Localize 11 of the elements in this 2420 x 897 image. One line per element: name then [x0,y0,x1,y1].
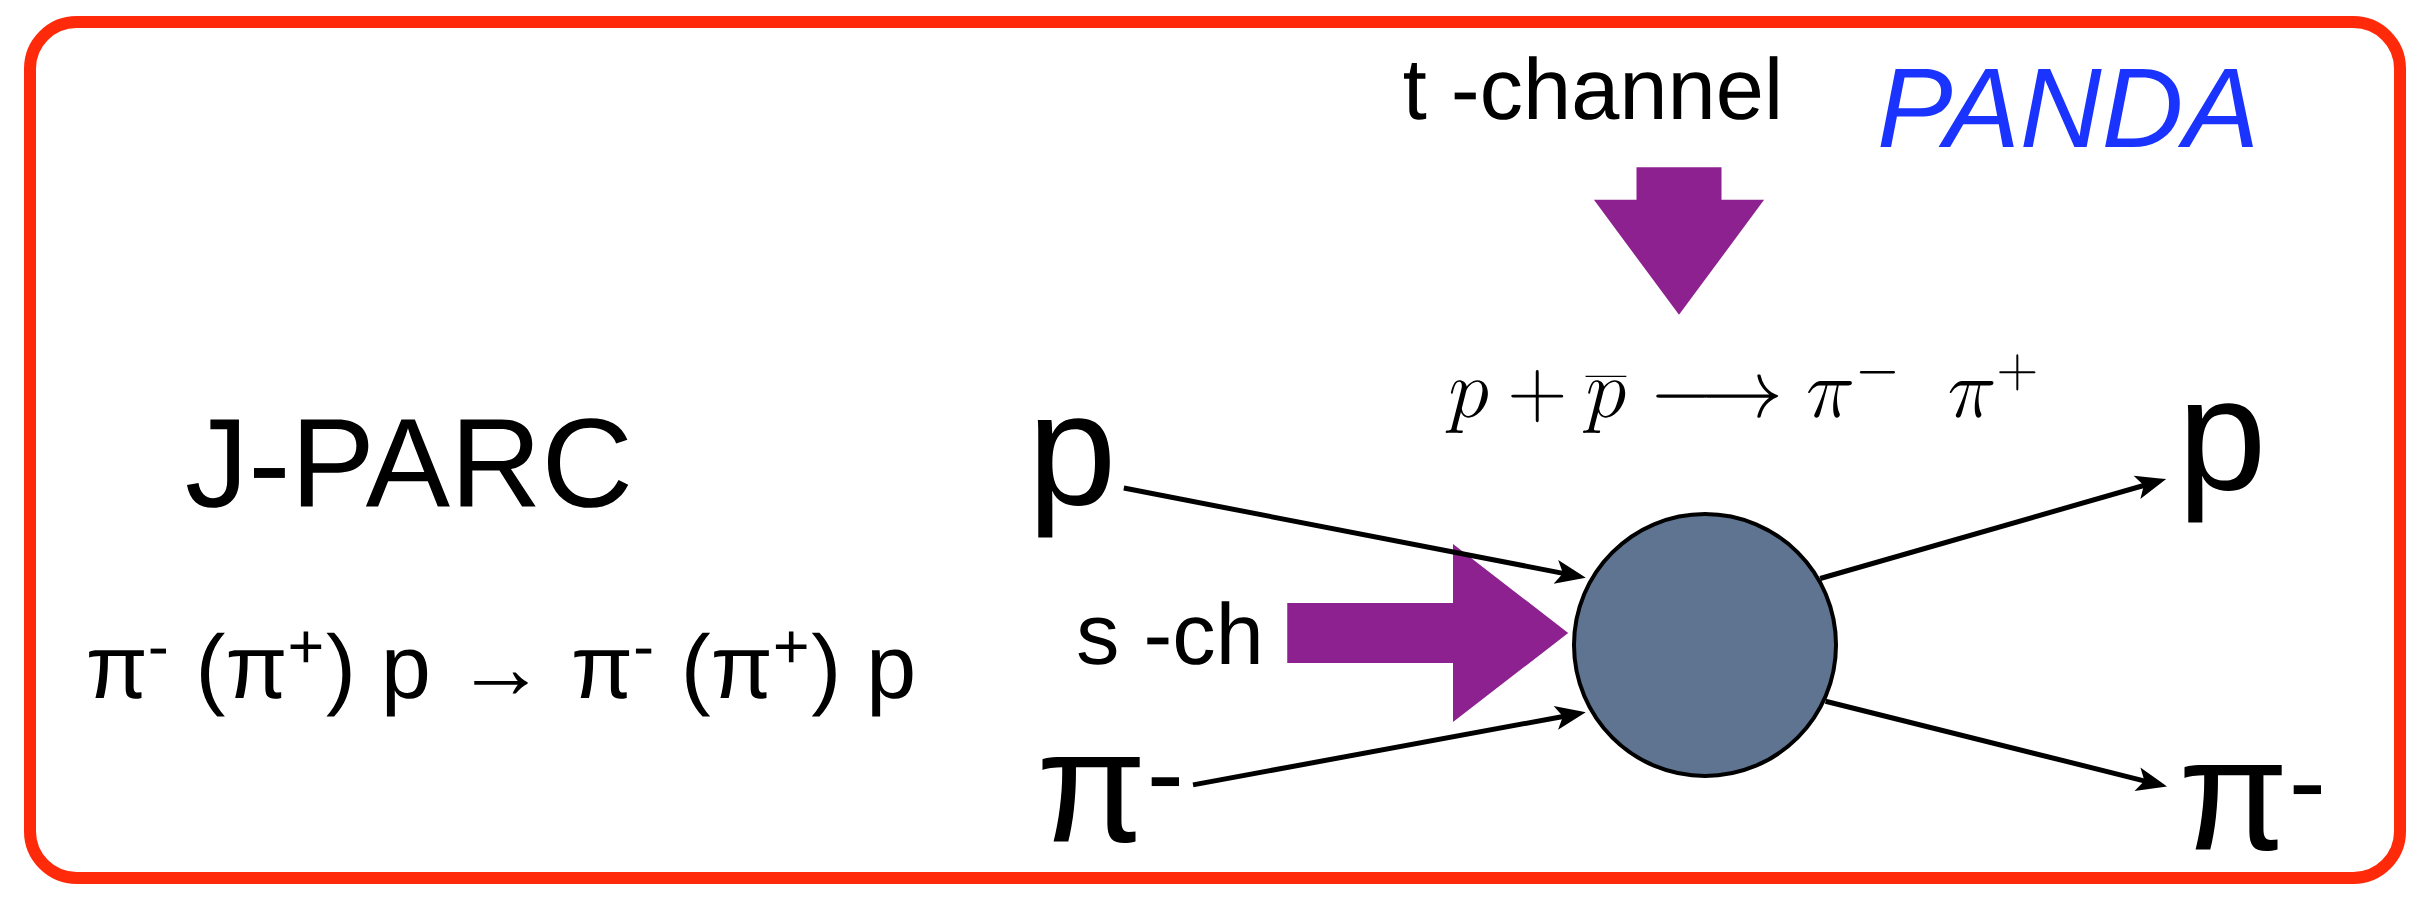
particle-label: p [1037,418,1110,538]
particle-label: π$^{-}$ [1042,756,1180,844]
vertex-circle [1572,512,1838,778]
reaction-formula: $p + \overline{p} \longrightarrow \pi^{-}\;\;\pi^{+}$ [1445,354,2036,433]
channel-label: s -ch [1078,601,1259,665]
particle-label: π$^{-}$ [2184,764,2322,852]
site-label: J-PARC [187,418,629,508]
experiment-label: PANDA [1880,69,2253,147]
reaction-formula: π$^{-}$ (π$^{+}$) p → π$^{-}$ (π$^{+}$) p [89,631,913,717]
channel-label: t -channel [1404,56,1778,120]
particle-label: p [2187,403,2260,523]
